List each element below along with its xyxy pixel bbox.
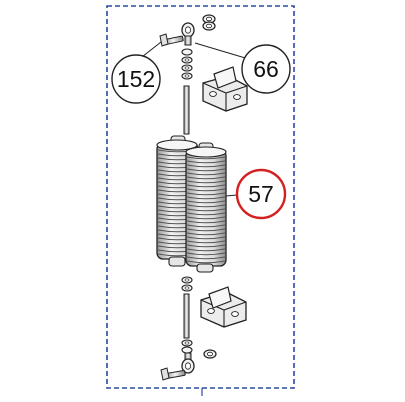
bottom-bracket [200, 286, 247, 328]
callout-66-label: 66 [253, 56, 279, 82]
leader-66 [194, 42, 253, 61]
spring-coil-ridge [186, 260, 226, 264]
spring-coil-ridge [186, 232, 226, 236]
spring-coil-ridge [186, 160, 226, 164]
callout-66[interactable]: 66 [241, 44, 291, 94]
spring-coil-ridge [186, 240, 226, 244]
spring-coil-ridge [186, 224, 226, 228]
right-spring-coil [185, 149, 227, 267]
spring-coil-ridge [186, 172, 226, 176]
bottom-washer-stack-upper [181, 276, 193, 292]
spring-coil-ridge [186, 180, 226, 184]
spring-coil-ridge [186, 252, 226, 256]
spring-coil-ridge [186, 188, 226, 192]
spring-coil-ridge [186, 228, 226, 232]
bottom-bolt [160, 367, 186, 381]
top-bolt [159, 33, 184, 47]
spring-coil-ridge [186, 164, 226, 168]
assembly-frame [106, 5, 295, 389]
spring-coil-ridge [186, 248, 226, 252]
top-bracket [202, 66, 248, 112]
spring-coil-ridge [186, 244, 226, 248]
bottom-washer-stack-lower [181, 339, 193, 354]
callout-57-highlight-ring [235, 168, 287, 220]
callout-152[interactable]: 152 [111, 54, 161, 104]
callout-66-ring [241, 44, 291, 94]
spring-coil-ridge [186, 192, 226, 196]
bottom-nut [203, 349, 217, 359]
leader-57 [225, 194, 238, 197]
spring-coil-ridge [186, 256, 226, 260]
top-washer-stack [181, 48, 193, 80]
callout-152-label: 152 [117, 66, 155, 92]
spring-assembly [156, 135, 227, 273]
spring-coil-ridge [186, 168, 226, 172]
bottom-rod [183, 293, 190, 339]
spring-coil-ridge [186, 196, 226, 200]
callout-57[interactable]: 57 [235, 168, 287, 220]
top-rod-end-eye [181, 22, 195, 46]
spring-coil-ridge [186, 156, 226, 160]
spring-coil-ridge [186, 176, 226, 180]
top-nut-1 [202, 14, 216, 31]
spring-coil-ridge [186, 208, 226, 212]
bottom-rod-end-eye [181, 352, 195, 374]
callout-57-label: 57 [248, 181, 274, 207]
spring-coil-ridge [186, 184, 226, 188]
spring-coil-ridge [186, 220, 226, 224]
spring-coil-ridge [186, 236, 226, 240]
spring-coil-ridge [186, 212, 226, 216]
spring-coil-ridge [186, 216, 226, 220]
top-rod [183, 85, 190, 135]
callout-152-ring [111, 54, 161, 104]
spring-coil-ridge [186, 204, 226, 208]
spring-coil-ridge [186, 200, 226, 204]
